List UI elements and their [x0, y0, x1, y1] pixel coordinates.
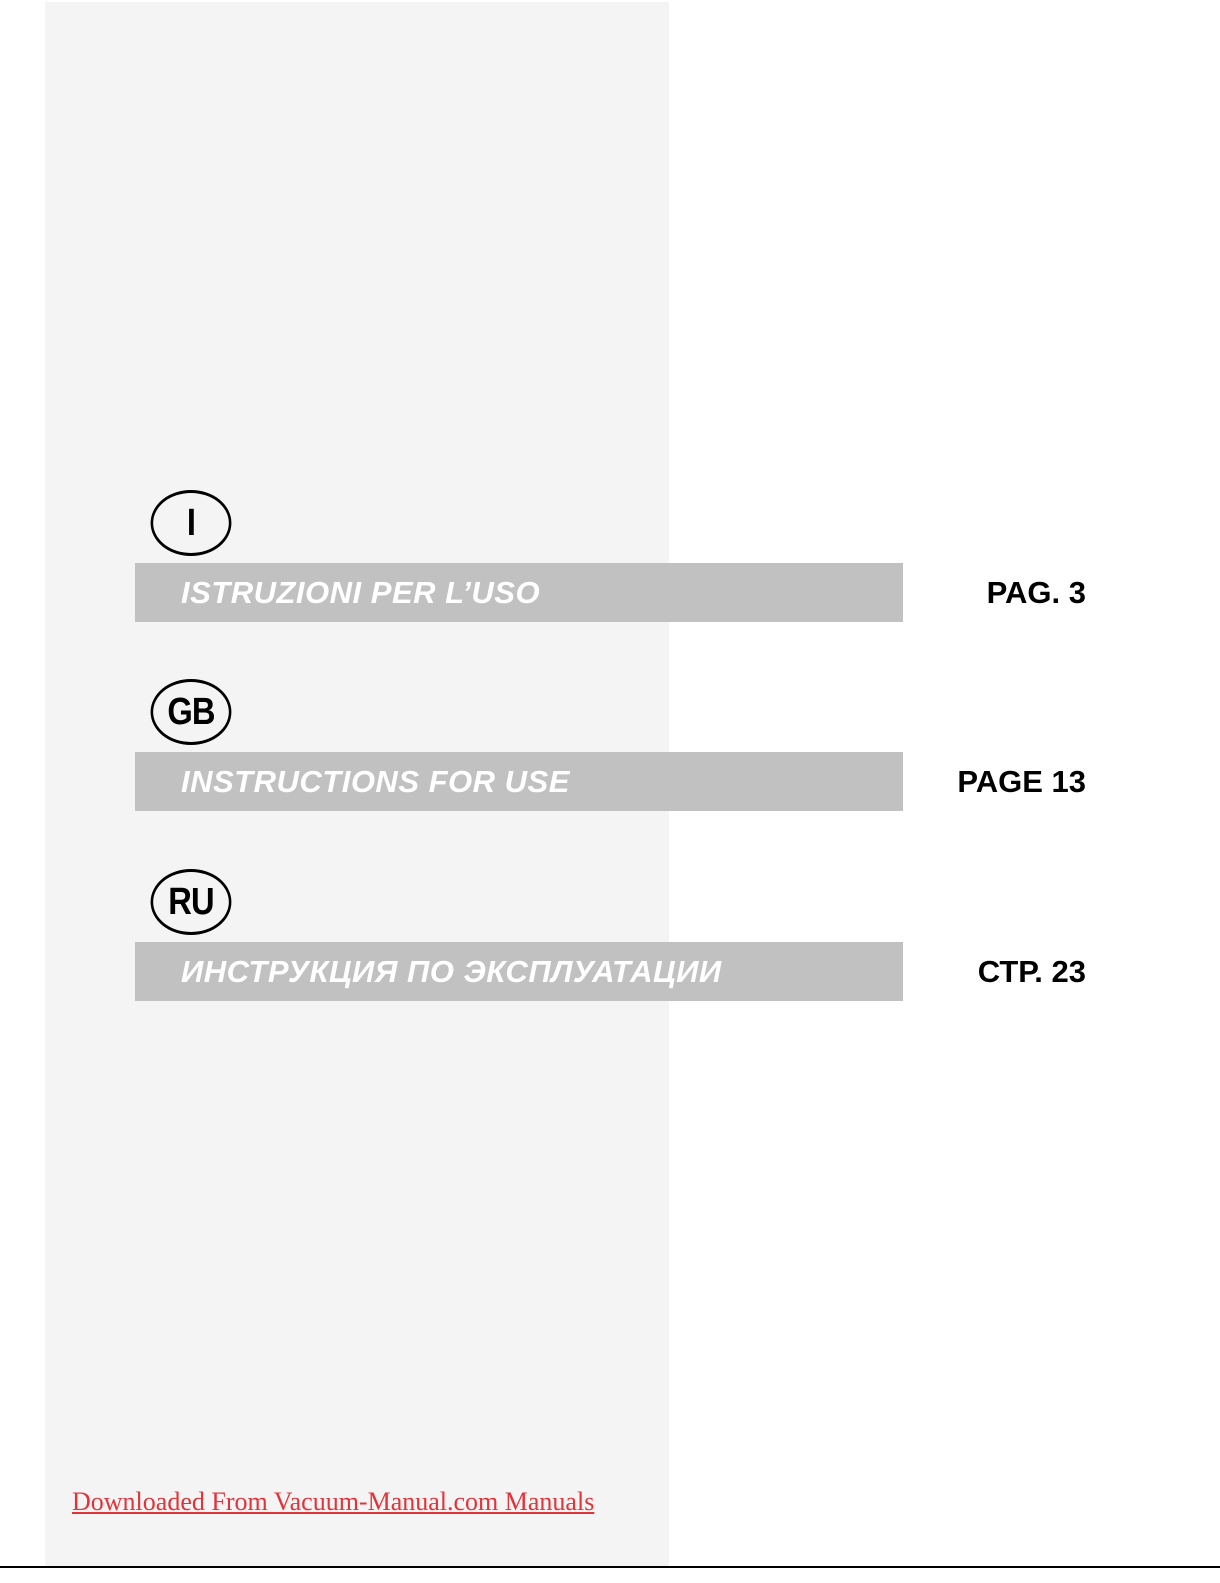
language-section-italian: I ISTRUZIONI PER L’USO PAG. 3 [0, 490, 1220, 630]
language-badge-russian: RU [151, 869, 232, 935]
page-reference-russian: СТР. 23 [978, 942, 1086, 1001]
bottom-divider [0, 1566, 1220, 1568]
instructions-title-italian: ISTRUZIONI PER L’USO [181, 563, 540, 622]
instructions-bar-italian[interactable]: ISTRUZIONI PER L’USO [135, 563, 903, 622]
footer-download-link[interactable]: Downloaded From Vacuum-Manual.com Manual… [72, 1487, 594, 1517]
instructions-bar-russian[interactable]: ИНСТРУКЦИЯ ПО ЭКСПЛУАТАЦИИ [135, 942, 903, 1001]
instructions-bar-english[interactable]: INSTRUCTIONS FOR USE [135, 752, 903, 811]
language-section-english: GB INSTRUCTIONS FOR USE PAGE 13 [0, 679, 1220, 819]
language-badge-english: GB [151, 679, 232, 745]
language-section-russian: RU ИНСТРУКЦИЯ ПО ЭКСПЛУАТАЦИИ СТР. 23 [0, 869, 1220, 1009]
instructions-title-english: INSTRUCTIONS FOR USE [181, 752, 570, 811]
language-badge-italian: I [151, 490, 232, 556]
page-reference-italian: PAG. 3 [987, 563, 1086, 622]
instructions-title-russian: ИНСТРУКЦИЯ ПО ЭКСПЛУАТАЦИИ [181, 942, 722, 1001]
page-reference-english: PAGE 13 [957, 752, 1086, 811]
